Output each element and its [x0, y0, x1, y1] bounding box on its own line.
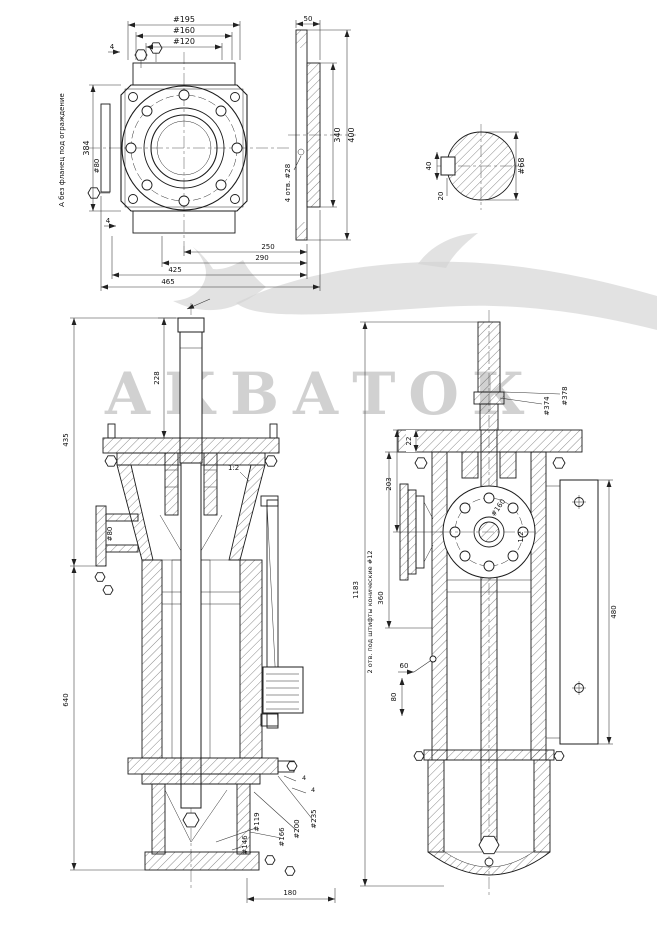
dim-label-dia195: #195 [173, 15, 195, 24]
view-front-section: 228 1:2 #80 [62, 298, 336, 903]
shaft-nut-icon [182, 812, 200, 828]
dim-label-480: 480 [610, 605, 618, 618]
top-flange [102, 437, 280, 454]
dim-label-180: 180 [283, 889, 296, 897]
dim-label-4-top: 4 [110, 43, 115, 51]
dim-label-340: 340 [333, 127, 342, 142]
dim-label-dia119: #119 [253, 812, 261, 831]
dim-label-435: 435 [62, 433, 70, 446]
dim-label-250: 250 [261, 243, 274, 251]
bolt-head-icon [414, 457, 428, 469]
view-top-flange-edge: 50 340 400 4 отв. #28 [284, 15, 356, 241]
pump-body-wall [239, 559, 263, 759]
dim-label-60: 60 [400, 662, 409, 670]
dim-label-360: 360 [377, 591, 385, 604]
shaft-nut-icon [478, 835, 500, 855]
pins-note-label: 2 отв. под штифты конические #12 [366, 551, 374, 674]
dim-label-4-bottom: 4 [106, 217, 111, 225]
top-plate [397, 429, 583, 453]
dim-label-425: 425 [168, 266, 181, 274]
dim-label-20: 20 [437, 192, 445, 201]
dim-label-4b: 4 [311, 786, 315, 794]
bolt-head-icon [284, 866, 296, 876]
shaft [477, 321, 501, 393]
view-direction-arrow [186, 298, 211, 310]
dim-label-dia374: #374 [543, 396, 551, 416]
top-tab [132, 62, 236, 86]
dim-label-80: 80 [390, 693, 398, 702]
taper-label-front: 1:2 [228, 464, 239, 472]
dim-label-465: 465 [161, 278, 174, 286]
support-bracket [266, 499, 279, 729]
dim-label-1183: 1183 [352, 581, 360, 599]
bolt-holes [449, 492, 529, 572]
bolt-head-icon [286, 761, 298, 771]
dim-label-dia235: #235 [310, 809, 318, 828]
bolt-head-icon [149, 42, 163, 54]
dim-label-dia200: #200 [293, 819, 301, 838]
bolt-head-icon [102, 585, 114, 595]
dim-label-640: 640 [62, 693, 70, 706]
view-note-a: А без фланец под ограждение [58, 93, 66, 207]
view-side-section: #374 #378 22 #160 1:2 [352, 310, 618, 898]
key-slot [440, 156, 456, 176]
dim-label-dia166: #166 [278, 827, 286, 847]
bolt-head-icon [552, 457, 566, 469]
flange-plate [120, 84, 248, 212]
dim-label-dia68: #68 [517, 158, 526, 175]
dim-label-384: 384 [82, 140, 91, 155]
bolt-head-icon [94, 572, 106, 582]
dim-label-dia120: #120 [173, 37, 195, 46]
watermark: АКВАТОК [104, 233, 657, 428]
dim-label-4a: 4 [302, 774, 306, 782]
dim-label-50: 50 [304, 15, 313, 23]
bolt-head-icon [104, 455, 118, 467]
housing-wall [431, 451, 448, 761]
nameplate [262, 666, 304, 714]
dim-label-22: 22 [405, 437, 413, 446]
bolt-head-icon [264, 455, 278, 467]
dim-label-400: 400 [347, 127, 356, 142]
inlet-flange [95, 505, 107, 567]
dim-label-228: 228 [153, 371, 161, 384]
dim-label-dia146: #146 [241, 835, 249, 855]
bolt-holes [125, 89, 243, 207]
dim-label-40: 40 [425, 162, 433, 171]
bolt-head-icon [87, 187, 101, 199]
shaft-section-circle [446, 131, 516, 201]
flange-outer-circle [121, 85, 247, 211]
bolt-head-icon [264, 855, 276, 865]
shaft [177, 317, 205, 333]
dolphin-fin-shape [418, 233, 478, 268]
bolt-head-icon [413, 751, 425, 761]
dim-label-dia80-top: #80 [93, 159, 101, 174]
view-shaft-detail: #68 40 20 [425, 124, 526, 210]
watermark-text: АКВАТОК [104, 360, 538, 428]
pump-body-wall [141, 559, 163, 759]
taper-label-side: 1:2 [517, 531, 525, 542]
view-top-flange: #195 #160 #120 4 4 384 #80 А без фланец … [58, 15, 356, 291]
housing-wall [530, 451, 547, 761]
dim-label-290: 290 [255, 254, 268, 262]
dolphin-body-shape [236, 261, 657, 330]
bolt-head-icon [134, 49, 148, 61]
bottom-tab [132, 210, 236, 234]
dim-label-dia80-inlet: #80 [106, 527, 114, 542]
dim-label-dia378: #378 [561, 386, 569, 405]
dim-label-dia160: #160 [173, 26, 195, 35]
bottom-plate [144, 851, 260, 871]
holes-note-label: 4 отв. #28 [284, 164, 292, 202]
guard-strip [100, 103, 111, 193]
mounting-plate [559, 479, 599, 745]
bolt-head-icon [553, 751, 565, 761]
